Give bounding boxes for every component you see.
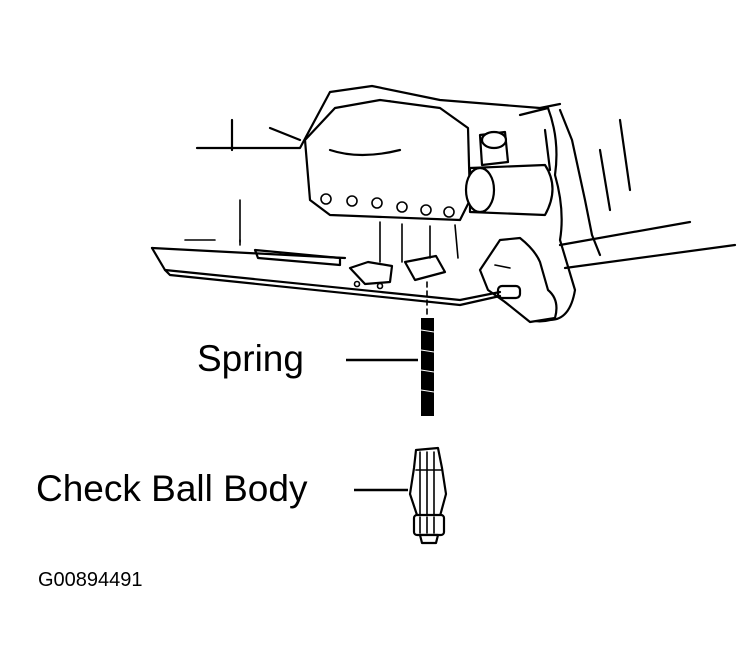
cylinder-shaft — [464, 130, 554, 217]
spring — [420, 318, 435, 416]
check-ball-body — [408, 446, 448, 545]
figure-id: G00894491 — [38, 569, 143, 591]
spring-label: Spring — [197, 338, 304, 379]
bolt-row — [320, 193, 455, 218]
check-ball-body-label: Check Ball Body — [36, 468, 308, 509]
valve-body-assembly — [150, 84, 737, 324]
